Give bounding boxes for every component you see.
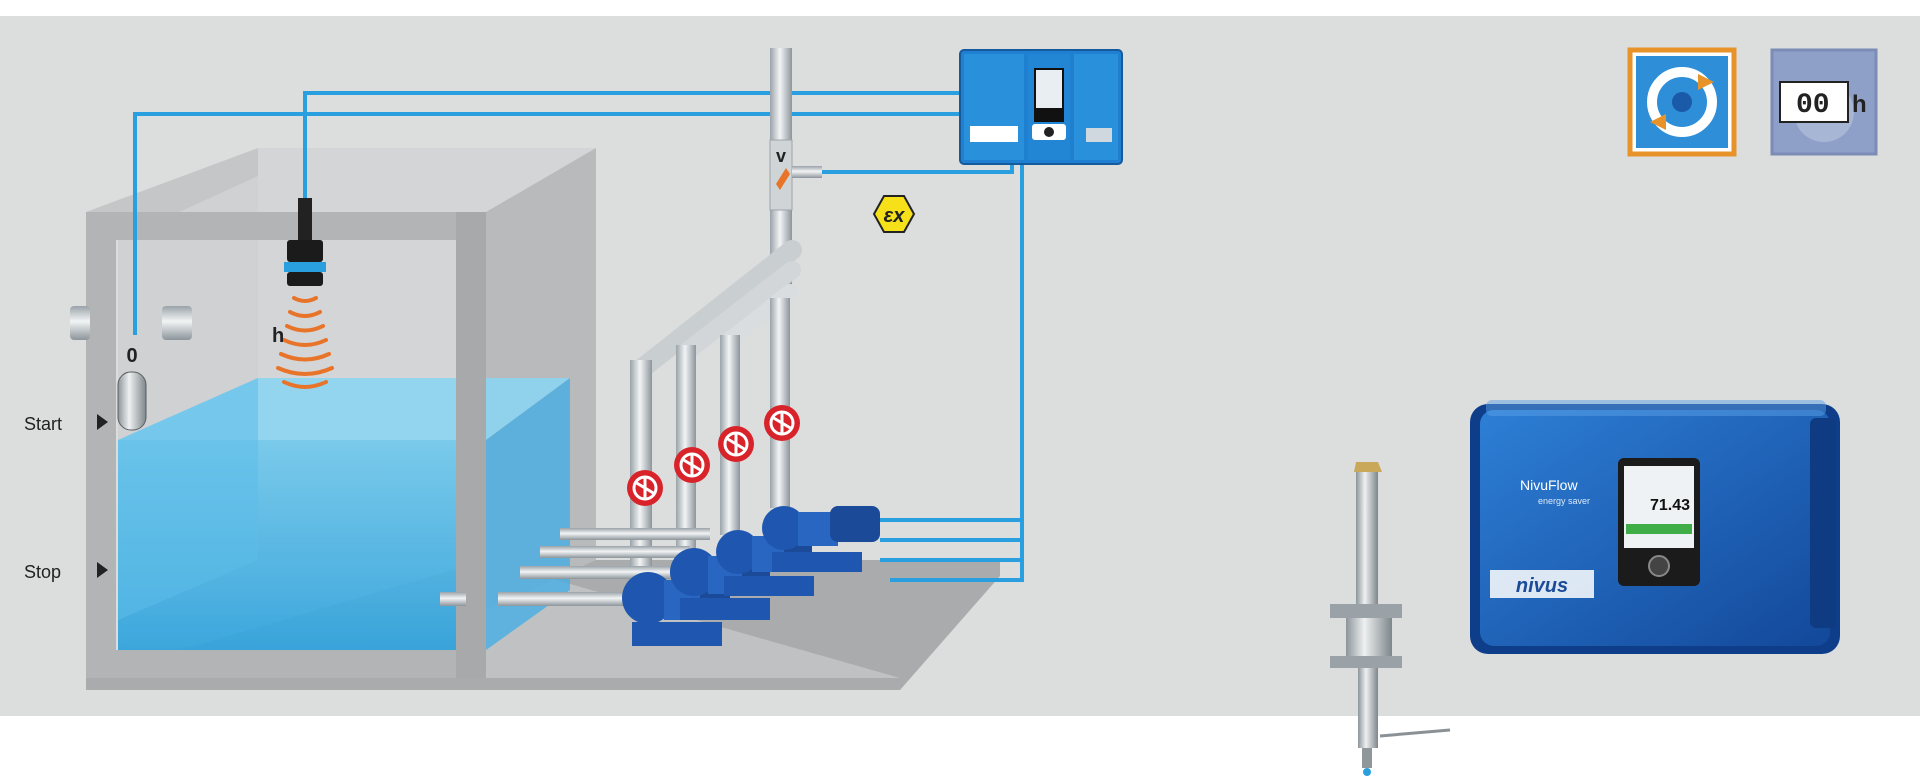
wet-well-tank <box>70 148 1000 690</box>
hour-counter-unit: h <box>1852 91 1867 118</box>
valve-icon <box>674 447 710 483</box>
valve-icon <box>764 405 800 441</box>
start-marker-icon <box>97 414 108 430</box>
velocity-label: v <box>776 146 786 166</box>
valve-icon <box>627 470 663 506</box>
valve-icons <box>627 405 800 506</box>
signal-cables <box>133 91 1024 582</box>
pumps <box>622 506 880 646</box>
stop-marker-icon <box>97 562 108 578</box>
nivuflow-controller: 71.43 NivuFlow energy saver nivus <box>1470 400 1840 654</box>
display-value: 71.43 <box>1650 497 1690 514</box>
ex-badge-icon: εx <box>872 195 916 233</box>
valve-icon <box>718 426 754 462</box>
velocity-sensor: v <box>769 139 822 211</box>
controller-subtitle: energy saver <box>1538 496 1590 506</box>
pump <box>762 506 880 572</box>
pump-flow-icon[interactable] <box>1627 47 1737 157</box>
ex-label: εx <box>884 205 906 227</box>
hour-counter-digits: 00 <box>1796 90 1830 121</box>
ultrasonic-level-sensor <box>284 198 326 286</box>
ultrasonic-waves-icon <box>276 296 334 389</box>
float-label: 0 <box>126 345 137 367</box>
float-switch: 0 <box>117 345 147 431</box>
hour-counter-icon[interactable]: 00 h <box>1770 48 1878 156</box>
probe-sensor <box>1330 462 1451 776</box>
controller-unit-small <box>959 49 1123 165</box>
controller-product-name: NivuFlow <box>1520 477 1578 493</box>
level-label: h <box>272 325 284 347</box>
controller-brand: nivus <box>1516 575 1568 597</box>
start-label: Start <box>24 414 62 434</box>
stop-label: Stop <box>24 562 61 582</box>
